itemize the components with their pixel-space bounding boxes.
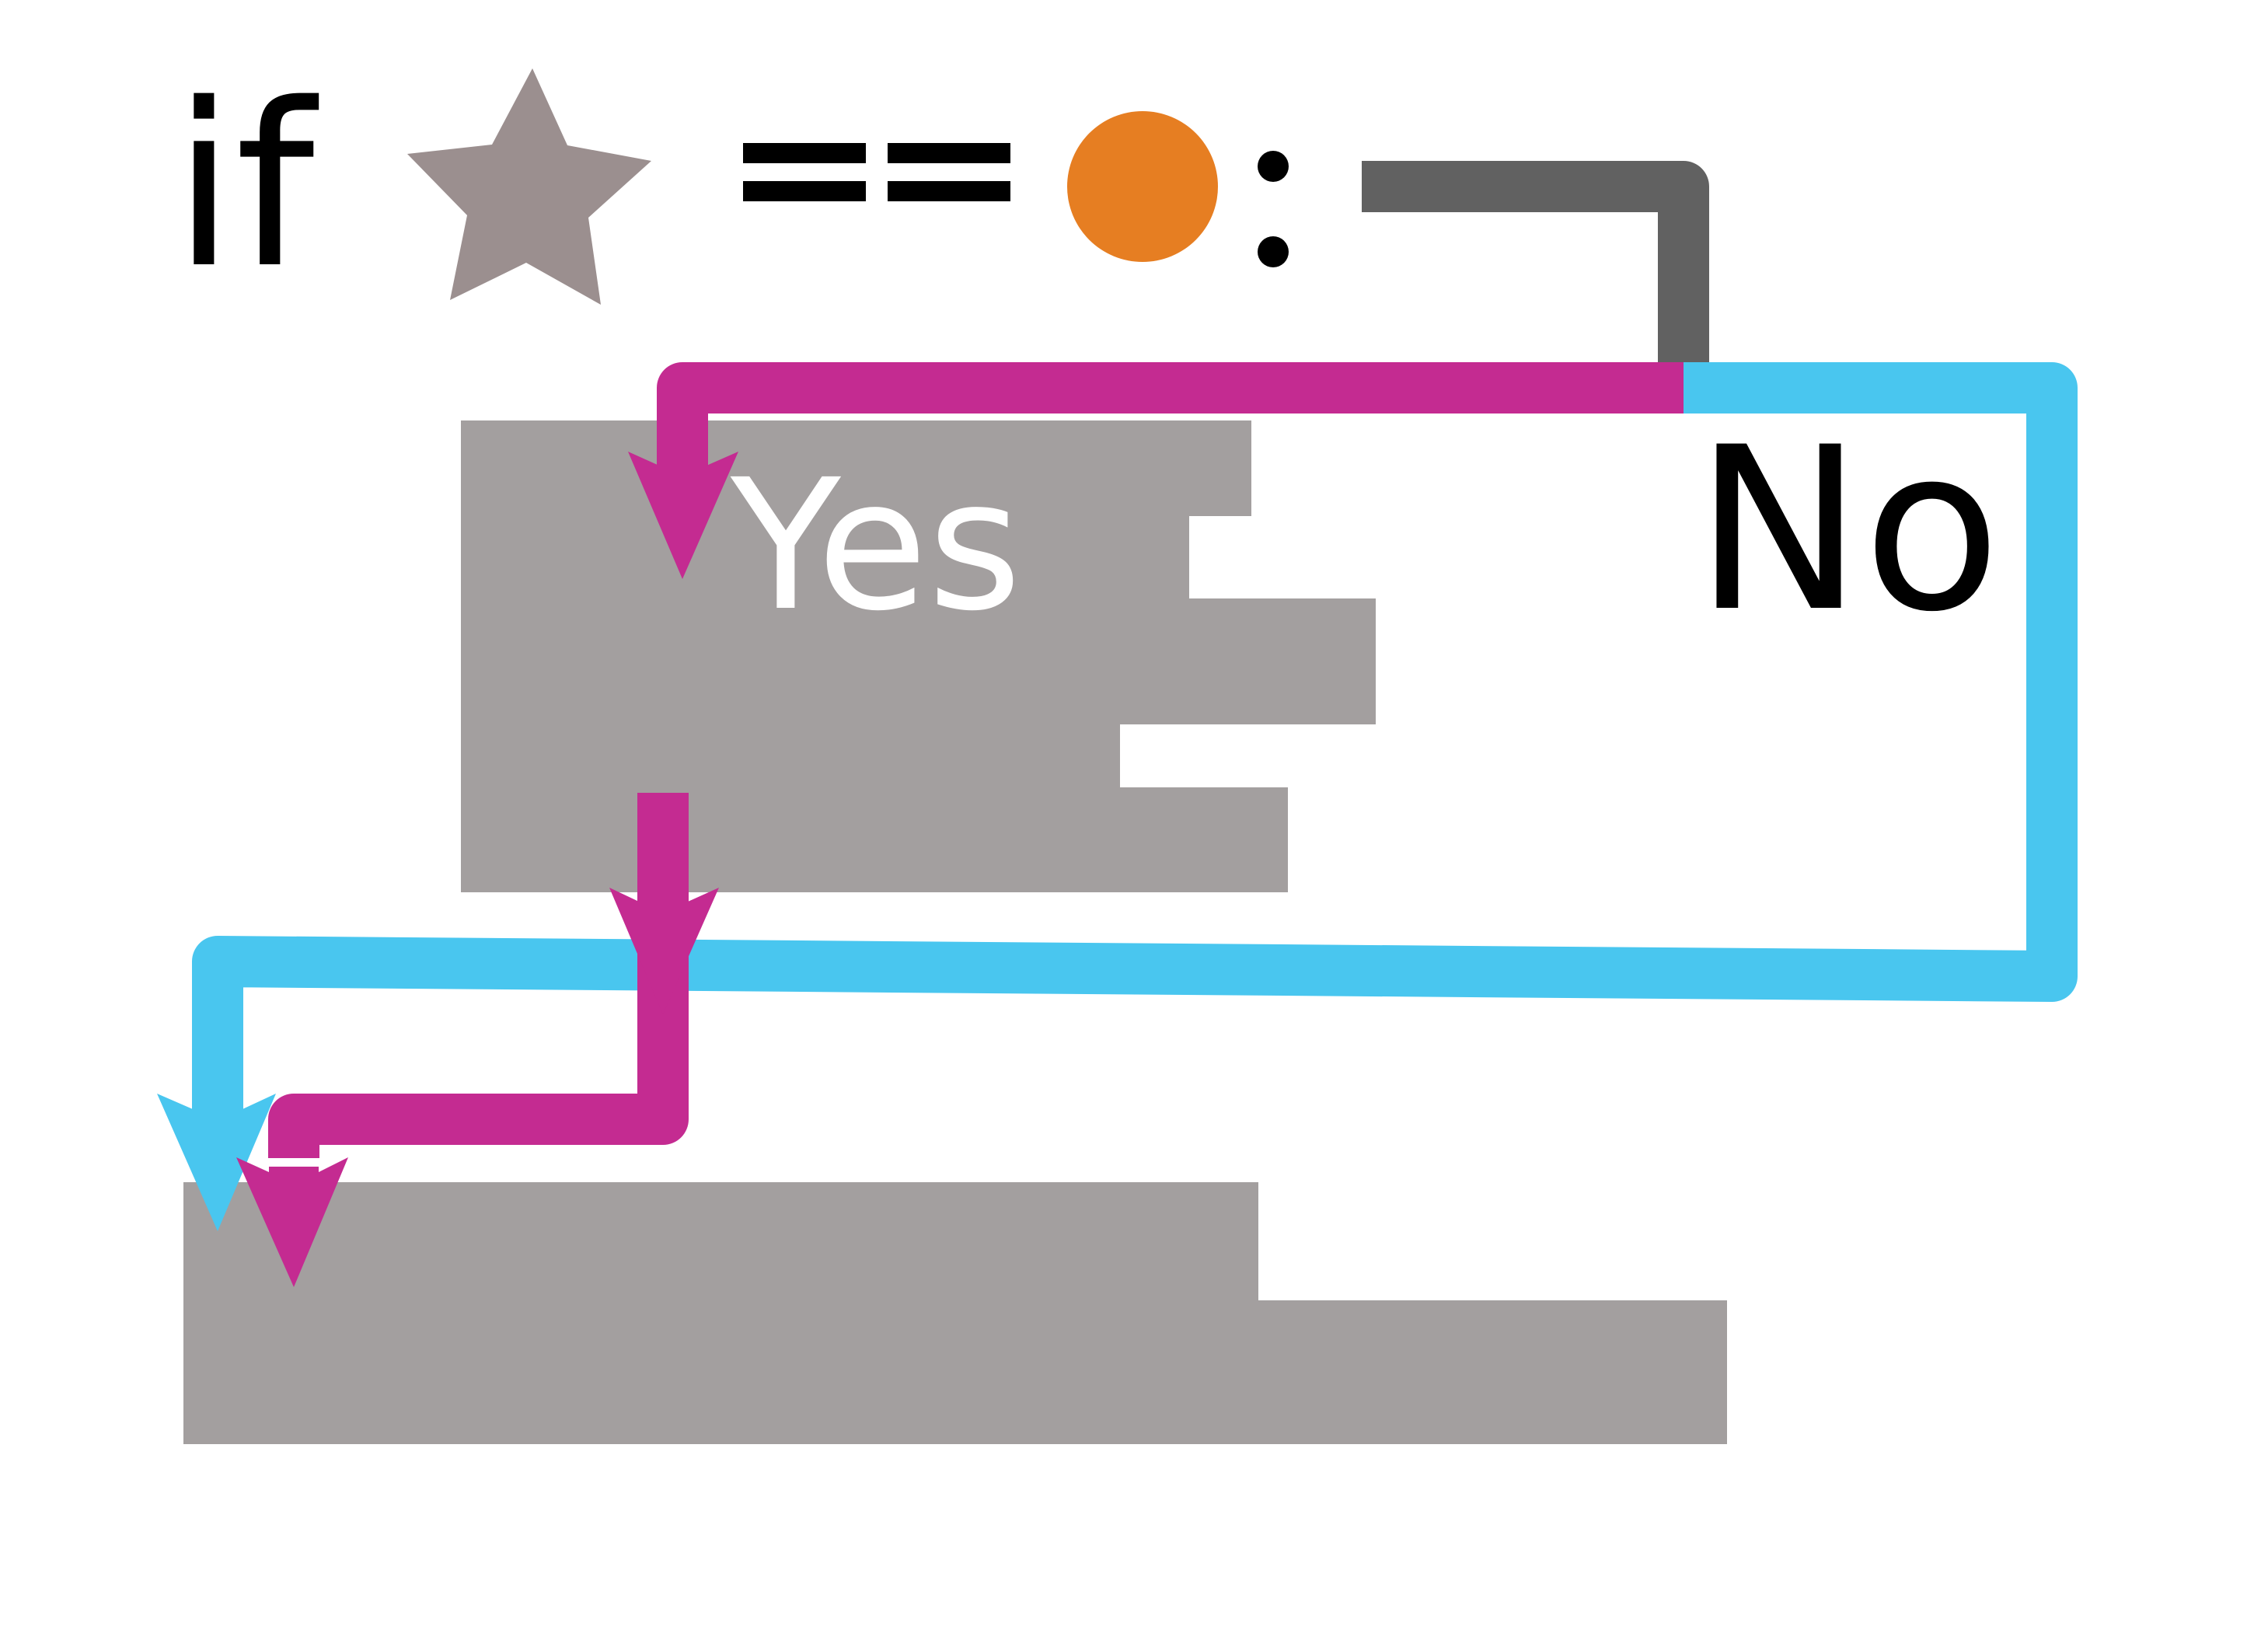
equals-bar-1 [743, 143, 866, 163]
if-keyword: if [173, 56, 319, 318]
equals-bar-3 [888, 143, 1010, 163]
no-branch-arrowhead [157, 1094, 276, 1231]
colon-terminator [1258, 151, 1289, 267]
yes-branch-path-top [657, 362, 1684, 474]
circle-icon [1067, 111, 1218, 262]
equals-operator [743, 143, 1010, 201]
no-branch-path [192, 362, 2078, 1119]
yes-branch-arrowhead-bottom [236, 1157, 348, 1287]
equals-bar-4 [888, 181, 1010, 201]
yes-branch-arrowhead-top [628, 452, 738, 579]
following-code-block [183, 1182, 1727, 1444]
no-label: No [1694, 400, 2001, 661]
yes-label: Yes [730, 441, 1022, 651]
condition-connector-line [1362, 161, 1709, 365]
equals-bar-2 [743, 181, 866, 201]
star-icon [407, 68, 651, 305]
yes-branch-arrowhead-top-2 [609, 888, 719, 1014]
